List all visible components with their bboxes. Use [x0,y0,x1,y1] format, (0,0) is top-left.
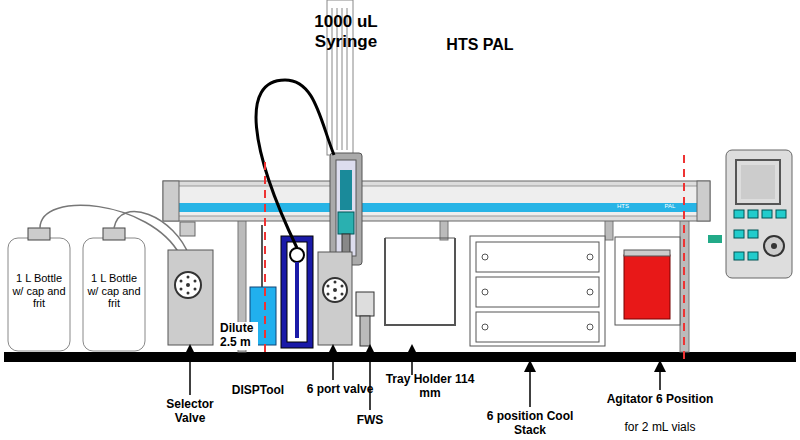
diluter-label: Dilute 2.5 m [220,322,258,350]
bottle: 1 L Bottle w/ cap and frit [83,272,145,310]
bottle-label: 1 L Bottle w/ cap and frit [83,272,145,310]
part-label: Tray Holder 114 mm [385,373,475,401]
part-label: for 2 mL vials [600,421,720,435]
part-label: Selector Valve [160,398,220,426]
bottle-label: 1 L Bottle w/ cap and frit [8,272,70,310]
syringe-title: 1000 uL Syringe [290,12,402,51]
part-label: FWS [350,414,390,428]
rail-mark: HTS [608,203,638,210]
bottle: 1 L Bottle w/ cap and frit [8,272,70,310]
instrument-title: HTS PAL [430,36,530,54]
part-label: 6 position Cool Stack [480,410,580,438]
rail-mark: PAL [655,203,685,210]
part-label: 6 port valve [300,383,380,397]
part-label: DISPTool [228,384,288,398]
part-label: Agitator 6 Position [600,393,720,407]
